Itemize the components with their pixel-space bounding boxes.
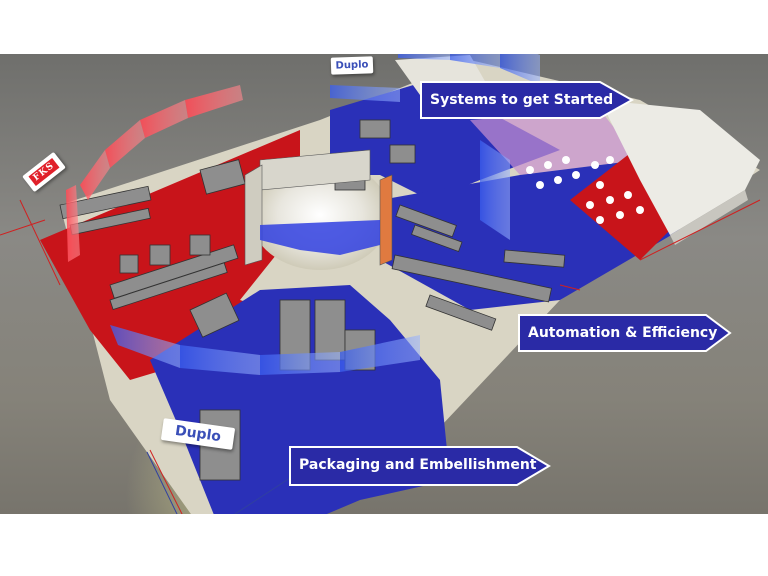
label-text: Packaging and Embellishment	[299, 457, 537, 473]
right-building-side	[670, 190, 748, 245]
right-building	[600, 100, 760, 235]
blue-banner-bottom	[110, 325, 420, 375]
label-text: Automation & Efficiency	[528, 325, 718, 341]
zone-label-automation: Automation & Efficiency	[518, 314, 732, 352]
pink-zone	[470, 110, 640, 175]
duplo-logo-text: Duplo	[174, 422, 222, 446]
duplo-logo-text: Duplo	[335, 59, 369, 72]
duplo-sign-top: Duplo	[330, 56, 374, 75]
zone-label-packaging: Packaging and Embellishment	[289, 446, 551, 486]
guide-lines	[0, 199, 761, 514]
label-text: Systems to get Started	[430, 92, 614, 108]
label-arrow-shape	[518, 314, 732, 352]
blue-banner-top	[330, 54, 540, 240]
floor-plan-graphic	[0, 54, 761, 514]
label-arrow-shape	[289, 446, 551, 486]
seating-area	[526, 156, 644, 224]
red-banner-arc	[66, 85, 243, 262]
label-arrow-shape	[420, 81, 634, 119]
zone-label-systems: Systems to get Started	[420, 81, 634, 119]
booth-render	[0, 54, 768, 514]
center-walls	[244, 149, 393, 266]
